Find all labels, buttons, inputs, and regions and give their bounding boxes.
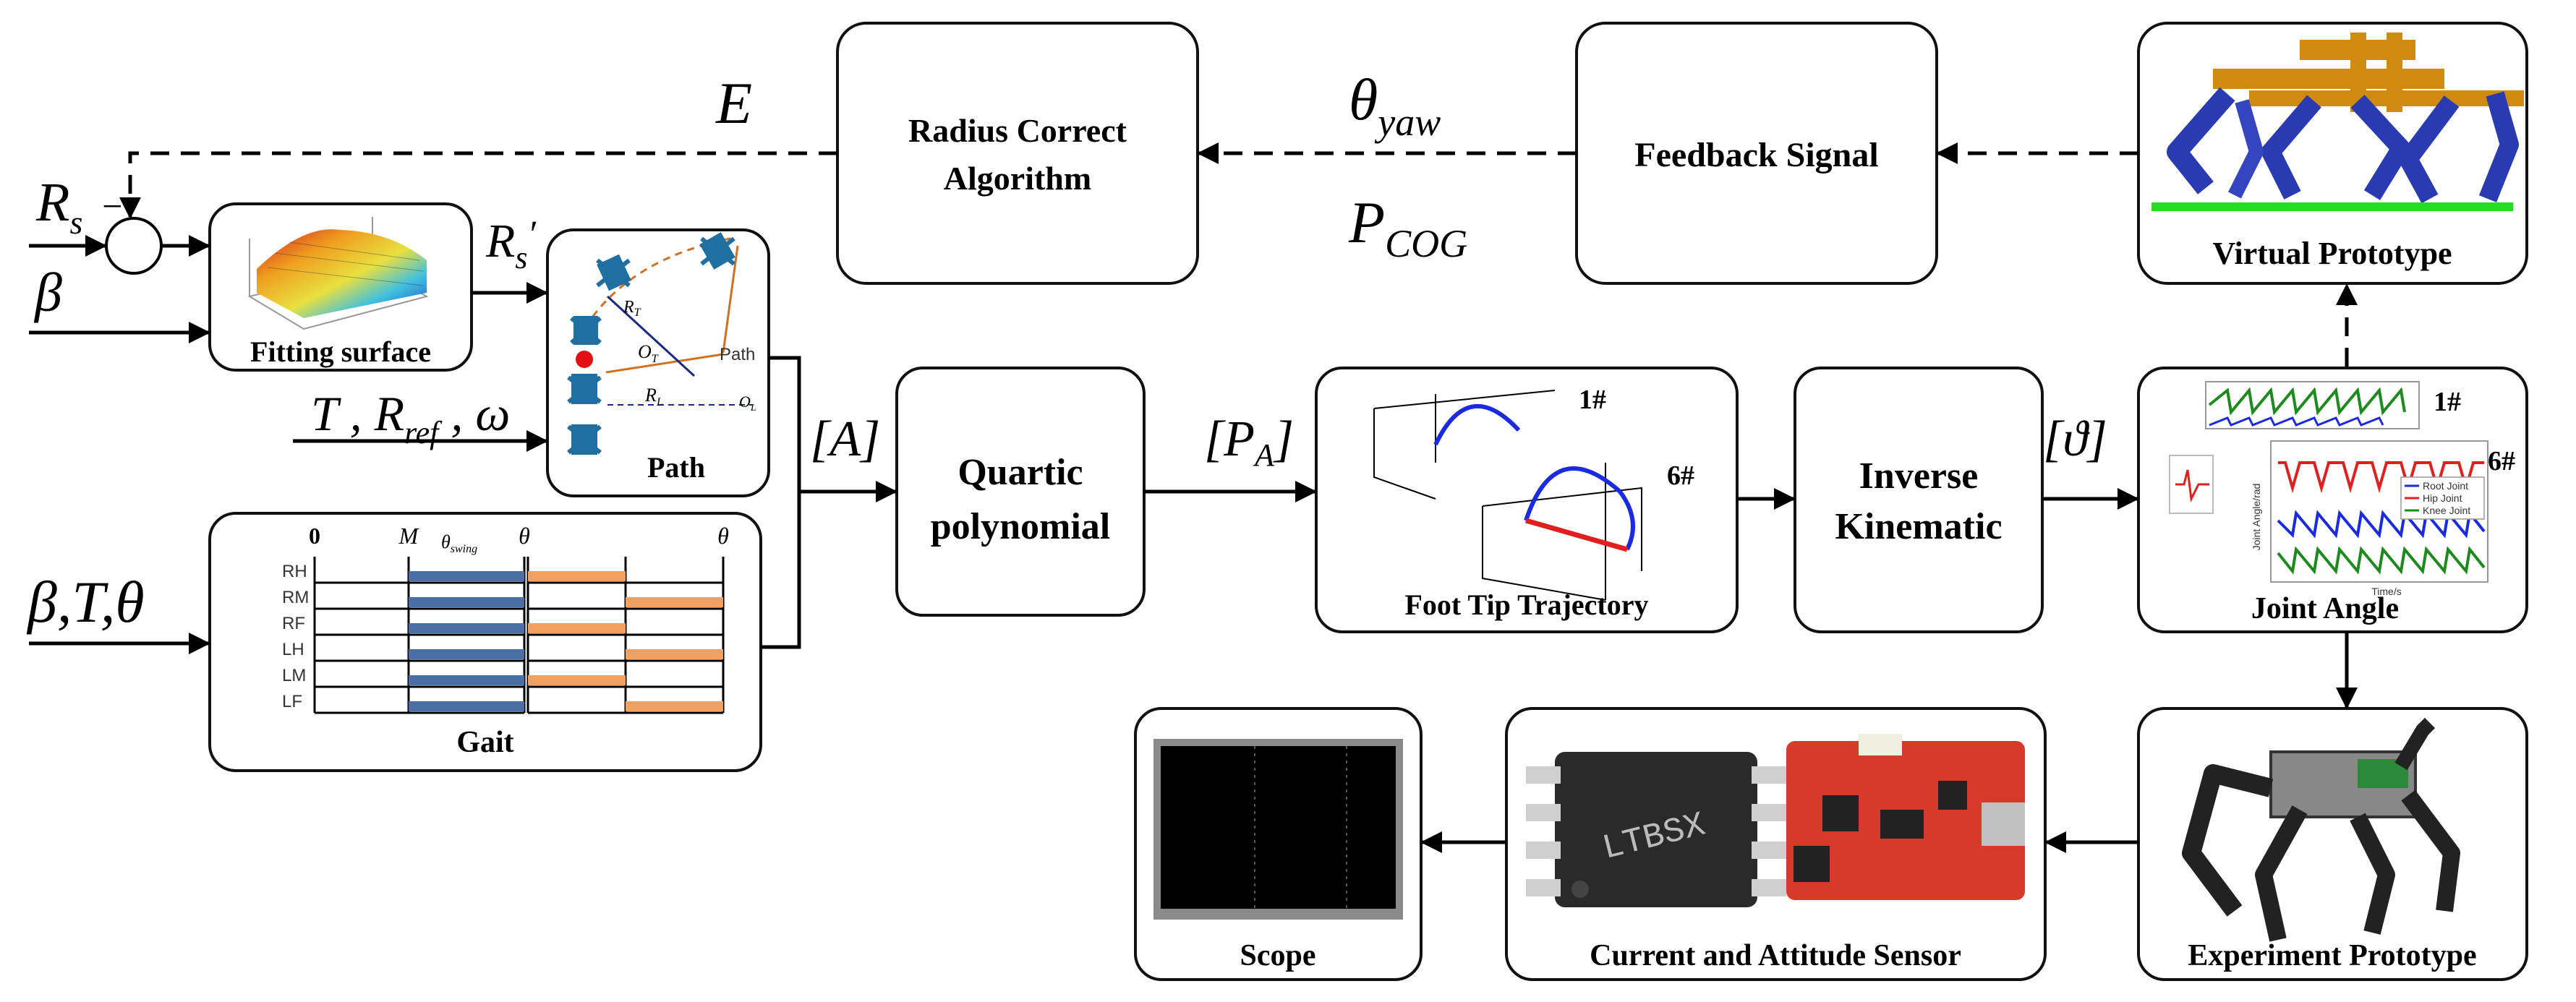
gait-swing-bar [409,571,524,581]
path-ol-label: OL [739,393,756,414]
quartic-line1: Quartic [958,452,1083,493]
virtual-prototype-label: Virtual Prototype [2212,236,2452,271]
virtual-robot-image [2151,33,2524,211]
joint-angle-label: Joint Angle [2251,592,2399,625]
sensor-label: Current and Attitude Sensor [1590,939,1961,972]
gait-axis-theta-swing: θswing [441,531,477,555]
joint-angle-block: Root Joint Hip Joint Knee Joint Time/s J… [2137,367,2528,633]
quartic-polynomial-block: Quartic polynomial [895,367,1146,617]
gait-swing-bar [409,597,524,607]
experiment-prototype-block: Experiment Prototype [2137,707,2528,981]
sensor-board-image [1786,734,2025,900]
gait-phase-bar [528,623,626,633]
inverse-line2: Kinematic [1835,506,2002,547]
scope-block: Scope [1134,707,1423,981]
scope-label: Scope [1240,939,1316,972]
inverse-line1: Inverse [1859,455,1979,497]
inverse-kinematic-block: Inverse Kinematic [1794,367,2044,633]
legend-knee-joint: Knee Joint [2423,505,2470,516]
gait-swing-bar [409,649,524,659]
path-ot-label: OT [638,341,659,365]
signal-a: [A] [810,411,880,467]
path-illustration: RT OT RL OL Path [567,232,756,455]
signal-t-rref-omega: T , Rref , ω [311,386,510,450]
foot-tip-plot [1373,390,1642,601]
gait-phase-bar [528,675,626,685]
legend-root-joint: Root Joint [2423,480,2468,492]
connections [29,142,2358,853]
feedback-signal-label: Feedback Signal [1634,136,1878,174]
gait-axis-theta-2: θ [717,523,729,549]
signal-beta: β [33,262,62,323]
gait-axis-theta-1: θ [519,523,530,549]
joint-angle-plot: Root Joint Hip Joint Knee Joint Time/s J… [2169,381,2488,597]
legend-hip-joint: Hip Joint [2423,492,2462,504]
gait-phase-bar [528,571,626,581]
joint-xlabel: Time/s [2371,586,2401,597]
quartic-line2: polynomial [931,506,1111,547]
joint-ylabel: Joint Angle/rad [2251,484,2262,551]
joint-leg6-label: 6# [2488,446,2515,476]
foot-leg6-label: 6# [1667,461,1694,491]
path-label: Path [647,451,705,484]
signal-rs-prime: Rs′ [485,214,537,275]
signal-vartheta: [ϑ] [2043,411,2107,467]
gait-swing-bar [409,701,524,711]
fitting-surface-plot [247,217,429,330]
virtual-prototype-block: Virtual Prototype [2137,22,2528,285]
radius-correct-block: Radius Correct Algorithm [836,22,1199,285]
gait-axis-m: M [398,523,420,549]
signal-pa: [PA] [1204,411,1294,473]
signal-E: E [715,70,752,136]
scope-screen [1153,739,1403,920]
gait-phase-bar [626,649,723,659]
joint-leg1-label: 1# [2434,387,2461,417]
experiment-robot-image [2182,717,2460,942]
gait-phase-bar [626,701,723,711]
signal-minus: − [100,186,124,226]
gait-leg-rh: RH [282,562,307,581]
fitting-surface-block: Fitting surface [208,202,473,372]
gait-phase-bar [626,597,723,607]
summing-junction [105,217,163,275]
foot-tip-trajectory-block: 1# 6# Foot Tip Trajectory [1315,367,1739,633]
signal-theta-yaw: θyaw [1349,67,1441,144]
path-curve-label: Path [720,345,755,364]
gait-axis-zero-1: 0 [309,523,320,549]
gait-leg-lm: LM [282,666,306,685]
feedback-signal-block: Feedback Signal [1575,22,1938,285]
signal-rs: Rs [35,172,82,241]
gait-swing-bar [409,675,524,685]
sensor-chip-image: LTBSX [1526,752,1786,907]
foot-leg1-label: 1# [1579,385,1606,415]
signal-p-cog: PCOG [1348,189,1467,265]
gait-swing-bar [409,623,524,633]
gait-leg-rf: RF [282,614,305,633]
gait-label: Gait [456,726,513,759]
signal-beta-t-theta: β,T,θ [26,569,145,635]
path-block: RT OT RL OL Path Path [546,228,770,497]
radius-correct-line1: Radius Correct [908,112,1127,149]
gait-leg-lf: LF [282,692,302,711]
radius-correct-line2: Algorithm [944,160,1091,197]
sensor-block: LTBSX Current and Attitude Sensor [1505,707,2047,981]
gait-leg-rm: RM [282,588,309,607]
gait-leg-lh: LH [282,640,304,659]
experiment-prototype-label: Experiment Prototype [2188,939,2476,972]
path-rl-label: RL [644,385,663,408]
fitting-surface-label: Fitting surface [250,335,431,368]
path-rt-label: RT [623,298,641,319]
foot-tip-label: Foot Tip Trajectory [1405,588,1649,621]
